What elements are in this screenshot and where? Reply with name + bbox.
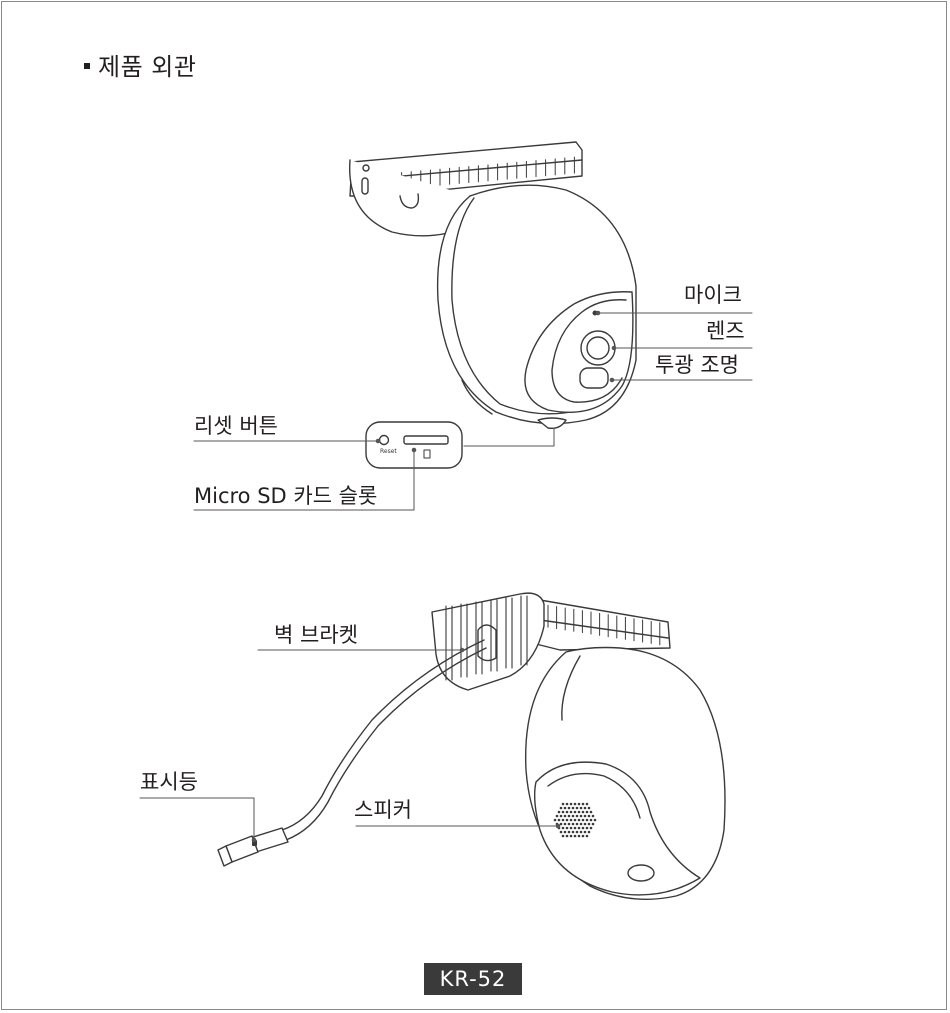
speaker-hole: [578, 819, 581, 822]
speaker-hole: [584, 823, 587, 826]
speaker-hole: [576, 831, 579, 834]
speaker-hole: [572, 815, 575, 818]
speaker-hole: [578, 811, 581, 814]
speaker-hole: [566, 803, 569, 806]
speaker-hole: [568, 807, 571, 810]
rear-camera-body: [526, 648, 725, 900]
speaker-hole: [568, 823, 571, 826]
speaker-hole: [586, 827, 589, 830]
speaker-hole: [558, 811, 561, 814]
speaker-hole: [560, 807, 563, 810]
camera-body: [438, 185, 636, 428]
speaker-hole: [574, 835, 577, 838]
speaker-hole: [582, 819, 585, 822]
speaker-hole: [570, 819, 573, 822]
speaker-hole: [570, 803, 573, 806]
speaker-hole: [564, 823, 567, 826]
speaker-hole: [590, 811, 593, 814]
speaker-hole: [584, 807, 587, 810]
speaker-hole: [554, 819, 557, 822]
speaker-hole: [582, 803, 585, 806]
label-speaker: 스피커: [354, 797, 412, 823]
wall-bracket: [432, 593, 544, 690]
speaker-hole: [586, 811, 589, 814]
speaker-hole: [574, 803, 577, 806]
speaker-hole: [560, 815, 563, 818]
speaker-hole: [588, 815, 591, 818]
speaker-hole: [570, 827, 573, 830]
speaker-hole: [586, 819, 589, 822]
speaker-hole: [582, 827, 585, 830]
speaker-hole: [562, 803, 565, 806]
speaker-hole: [580, 807, 583, 810]
speaker-hole: [592, 815, 595, 818]
speaker-hole: [568, 831, 571, 834]
speaker-hole: [572, 807, 575, 810]
label-sd-slot: Micro SD 카드 슬롯: [194, 483, 377, 509]
reset-text: Reset: [380, 448, 397, 455]
speaker-hole: [588, 831, 591, 834]
speaker-hole: [570, 811, 573, 814]
speaker-hole: [588, 823, 591, 826]
speaker-hole: [580, 815, 583, 818]
speaker-hole: [574, 827, 577, 830]
page-number-badge: KR-52: [424, 963, 522, 995]
speaker-hole: [564, 815, 567, 818]
speaker-hole: [566, 827, 569, 830]
camera-front-view: [194, 142, 752, 510]
speaker-hole: [572, 823, 575, 826]
speaker-hole: [586, 803, 589, 806]
speaker-hole: [576, 807, 579, 810]
label-floodlight: 투광 조명: [655, 352, 739, 378]
speaker-hole: [588, 807, 591, 810]
speaker-hole: [578, 835, 581, 838]
speaker-hole: [566, 819, 569, 822]
speaker-hole: [576, 815, 579, 818]
speaker-hole: [562, 819, 565, 822]
label-indicator: 표시등: [140, 769, 198, 795]
speaker-hole: [578, 803, 581, 806]
speaker-hole: [556, 815, 559, 818]
speaker-hole: [590, 827, 593, 830]
speaker-hole: [572, 831, 575, 834]
speaker-hole: [566, 835, 569, 838]
speaker-hole: [566, 811, 569, 814]
speaker-hole: [586, 835, 589, 838]
speaker-hole: [590, 819, 593, 822]
speaker-hole: [582, 811, 585, 814]
speaker-hole: [578, 827, 581, 830]
label-lens: 렌즈: [706, 318, 745, 344]
speaker-hole: [570, 835, 573, 838]
speaker-hole: [584, 815, 587, 818]
label-wall-bracket: 벽 브라켓: [274, 622, 358, 648]
speaker-hole: [562, 811, 565, 814]
speaker-hole: [580, 831, 583, 834]
speaker-hole: [580, 823, 583, 826]
speaker-hole: [562, 827, 565, 830]
speaker-hole: [574, 819, 577, 822]
speaker-hole: [592, 823, 595, 826]
speaker-hole: [594, 819, 597, 822]
speaker-hole: [582, 835, 585, 838]
speaker-hole: [558, 819, 561, 822]
camera-rear-view: [140, 593, 725, 899]
speaker-hole: [584, 831, 587, 834]
speaker-hole: [576, 823, 579, 826]
speaker-hole: [564, 807, 567, 810]
bottom-access-port: [538, 418, 566, 428]
speaker-hole: [574, 811, 577, 814]
speaker-hole: [562, 835, 565, 838]
speaker-hole: [560, 823, 563, 826]
label-reset-button: 리셋 버튼: [194, 413, 278, 439]
speaker-hole: [568, 815, 571, 818]
speaker-hole: [560, 831, 563, 834]
label-microphone: 마이크: [684, 282, 742, 308]
speaker-hole: [564, 831, 567, 834]
